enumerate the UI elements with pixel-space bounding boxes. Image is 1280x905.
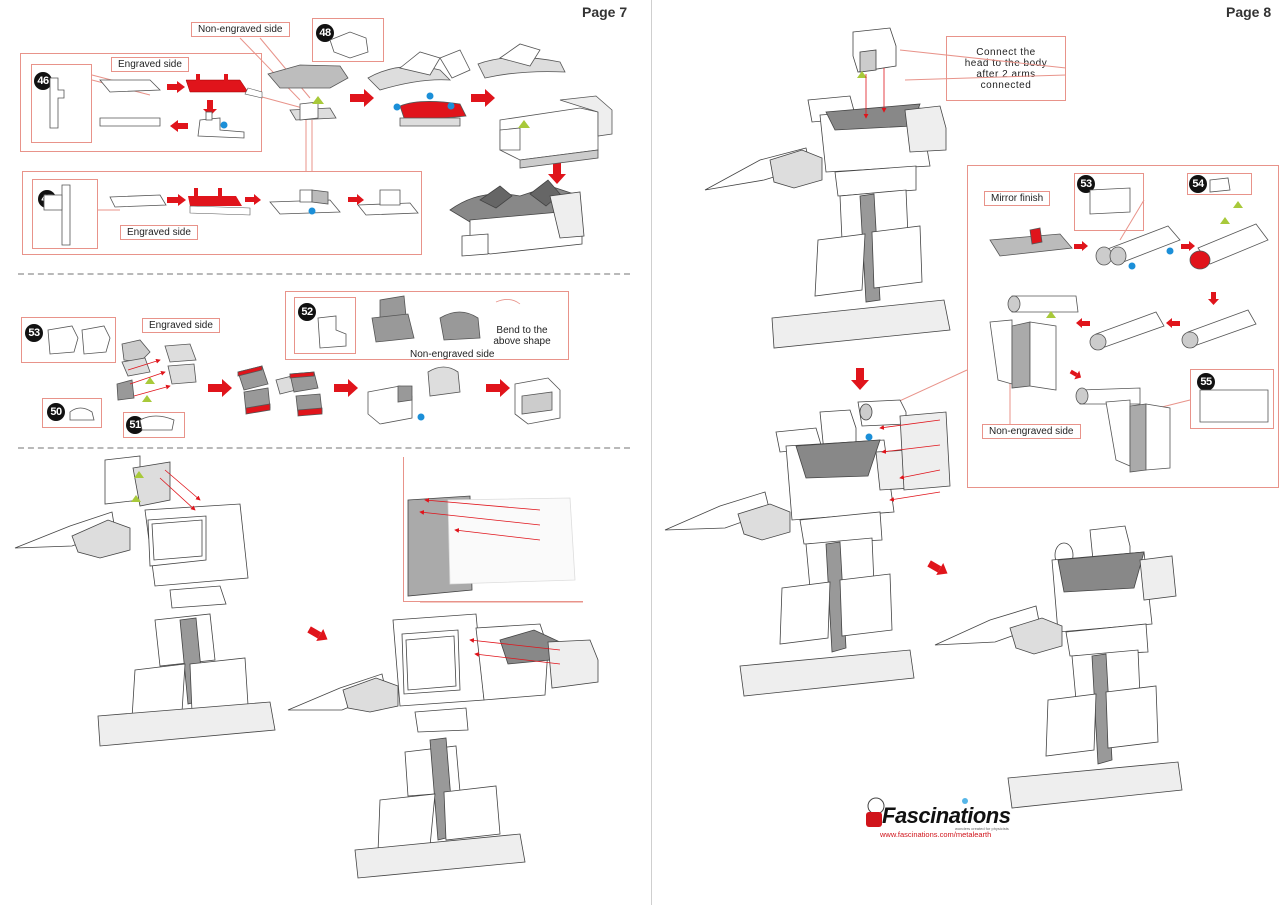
page-8-label: Page 8 — [1226, 4, 1272, 20]
step-53-badge: 53 — [1077, 175, 1095, 193]
arrow-left-icon — [1166, 318, 1180, 328]
arrow-right-icon — [167, 194, 186, 206]
step-49-badge: 53 — [25, 324, 43, 342]
bend-instruction-text: Bend to the above shape — [493, 325, 551, 347]
arrow-right-icon — [208, 379, 232, 397]
robot-cannon-attachment — [664, 399, 951, 697]
arrow-down-icon — [1208, 292, 1219, 305]
step-46-badge: 46 — [34, 72, 52, 90]
brand-url-link[interactable]: www.fascinations.com/metalearth — [880, 830, 992, 839]
note-line-3: after 2 arms — [976, 68, 1036, 80]
step-48-part-box — [312, 18, 384, 62]
step-54-part-box — [1187, 173, 1252, 195]
part-flat-47 — [43, 184, 167, 246]
step-53-part-box — [1074, 173, 1144, 231]
arrow-right-icon — [486, 379, 510, 397]
step-54-badge: 54 — [1189, 175, 1207, 193]
part-folded-red-47 — [188, 188, 251, 216]
head-stage-4 — [514, 377, 561, 425]
step-52-callout — [285, 291, 569, 360]
arrow-right-icon — [471, 89, 495, 107]
arrow-diag-icon — [927, 560, 948, 576]
section-divider-1 — [18, 273, 630, 275]
step-46-part-box — [31, 64, 92, 143]
engraved-side-label-47: Engraved side — [120, 225, 198, 240]
robot-chest-attachment — [287, 495, 599, 879]
arrow-right-icon — [334, 379, 358, 397]
step-51-part-box — [123, 412, 185, 438]
step-47-callout — [22, 171, 422, 255]
assembly-guides — [127, 358, 171, 397]
arrow-left-icon — [1076, 318, 1090, 328]
step-55-badge: 55 — [1197, 373, 1215, 391]
step-48-badge: 48 — [316, 24, 334, 42]
brand-logo-text: Fascinations — [882, 803, 1011, 828]
part-folded-red-46 — [185, 74, 263, 99]
step-47-part-box — [32, 179, 98, 249]
step-52-badge: 52 — [298, 303, 316, 321]
arrow-right-icon — [1181, 241, 1195, 251]
step-51-badge: 51 — [126, 416, 144, 434]
step-52-part-box — [294, 297, 356, 354]
fascinations-mascot-icon — [866, 797, 968, 827]
arrow-down-icon — [851, 368, 869, 390]
arrow-right-icon — [167, 81, 185, 93]
step-50-badge: 50 — [47, 403, 65, 421]
arrow-left-icon — [170, 120, 188, 132]
part-folded-46b — [197, 111, 245, 139]
mirror-finish-label: Mirror finish — [984, 191, 1051, 206]
robot-body-arm-attachment — [14, 455, 276, 747]
robot-head-connection — [704, 27, 951, 349]
arrow-diag-icon — [307, 626, 328, 642]
non-engraved-side-label-52: Non-engraved side — [410, 349, 495, 360]
callout-leaders — [91, 37, 1191, 603]
green-marker-icon — [312, 96, 324, 104]
head-connection-note: Connect the head to the body after 2 arm… — [946, 36, 1066, 101]
page-7-label: Page 7 — [582, 4, 628, 20]
arrow-right-icon — [348, 194, 364, 205]
section-divider-2 — [18, 447, 630, 449]
brand-tagline: wonders created for physicists — [955, 826, 1009, 831]
note-line-1: Connect the — [976, 46, 1036, 58]
shoulder-cannon-callout — [967, 165, 1279, 488]
arrow-diag-icon — [1069, 369, 1082, 380]
engraved-side-label-46: Engraved side — [111, 57, 189, 72]
page-spine-divider — [651, 0, 652, 905]
robot-complete — [934, 525, 1183, 809]
chest-plate-48 — [267, 31, 369, 121]
arrow-right-icon — [1074, 241, 1088, 251]
note-line-2: head to the body — [964, 57, 1048, 69]
chest-assembly-complete — [449, 179, 585, 257]
head-stage-2 — [237, 365, 323, 417]
part-flat-46 — [49, 77, 161, 129]
step-46-callout — [20, 53, 262, 152]
process-arrows — [167, 81, 1219, 642]
head-stage-3 — [367, 366, 461, 425]
non-engraved-side-label-48: Non-engraved side — [191, 22, 290, 37]
step-50-part-box — [42, 398, 102, 428]
arrow-right-icon — [350, 89, 374, 107]
step-55-part-box — [1190, 369, 1274, 429]
chest-assembly-stage-3 — [477, 43, 613, 169]
arrow-down-icon — [548, 162, 566, 184]
note-line-4: connected — [980, 79, 1032, 91]
cannon-parts-53-55 — [989, 177, 1269, 473]
non-engraved-side-label-55: Non-engraved side — [982, 424, 1081, 439]
arrow-right-icon — [245, 194, 261, 205]
part-folded-47 — [269, 189, 419, 216]
chest-assembly-stage-2 — [367, 49, 471, 127]
head-parts-49-52 — [47, 295, 521, 431]
blue-dot-marker — [220, 121, 228, 129]
engraved-side-label-49: Engraved side — [142, 318, 220, 333]
step-49-part-box — [21, 317, 116, 363]
